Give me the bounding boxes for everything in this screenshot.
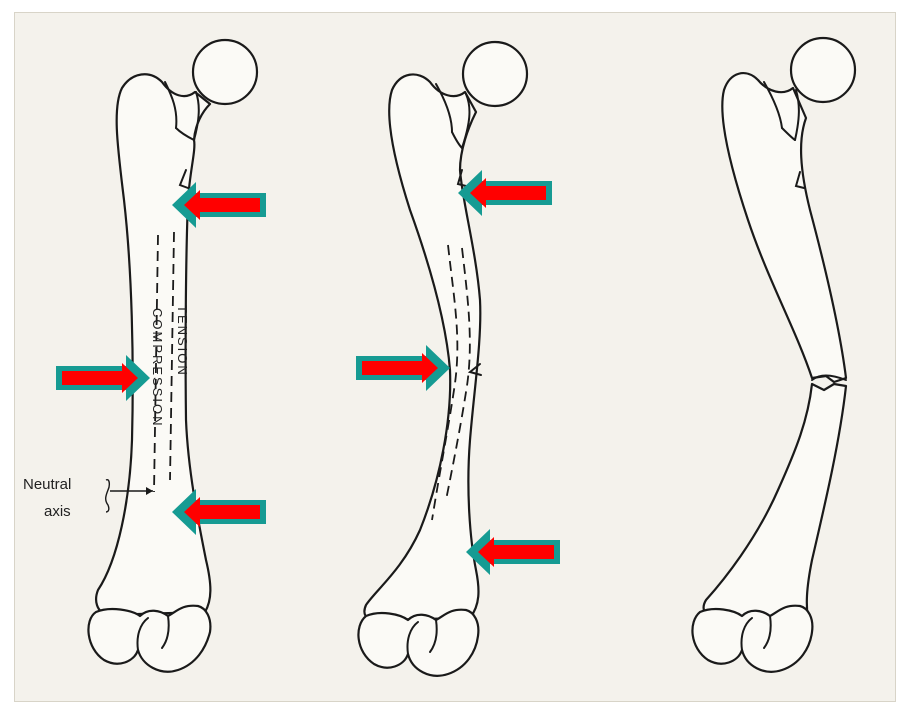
- femur-shaft: [364, 74, 480, 620]
- femur-upper-fragment: [722, 73, 846, 382]
- femoral-condyles: [692, 606, 812, 672]
- compression-label: COMPRESSION: [150, 308, 165, 428]
- femoral-condyles: [358, 610, 478, 676]
- arrow-left-icon: [466, 529, 560, 575]
- femoral-head: [193, 40, 257, 104]
- arrow-right-icon: [356, 345, 450, 391]
- arrow-left-icon: [458, 170, 552, 216]
- femoral-head: [463, 42, 527, 106]
- femur-panel-1: TENSION COMPRESSION Neutral axis: [23, 40, 266, 672]
- femoral-condyles: [88, 606, 210, 672]
- tension-label: TENSION: [175, 305, 190, 377]
- femur-panel-2: [356, 42, 560, 676]
- axis-label: axis: [44, 503, 71, 520]
- neutral-label: Neutral: [23, 476, 71, 493]
- femur-panel-3: [692, 38, 855, 672]
- femur-lower-fragment: [704, 384, 846, 620]
- femoral-head: [791, 38, 855, 102]
